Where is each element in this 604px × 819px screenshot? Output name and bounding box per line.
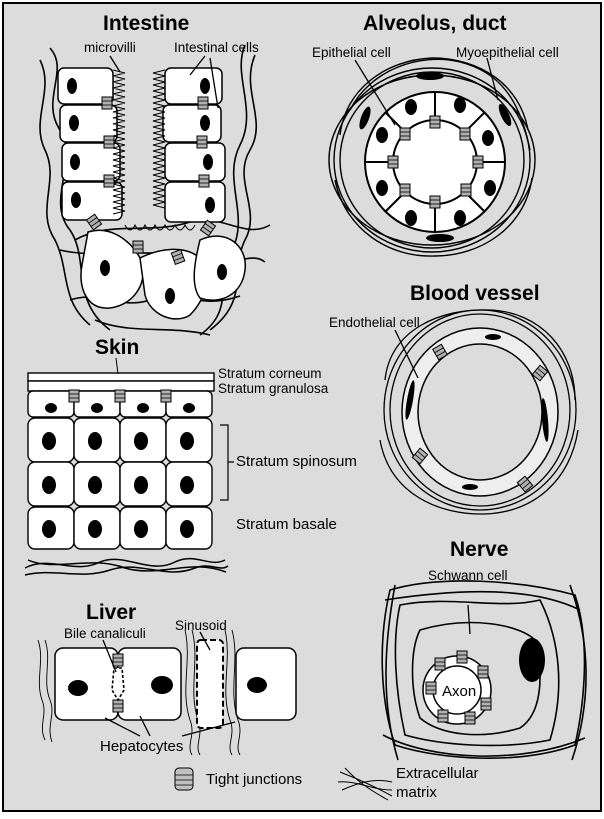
stratum-basale-label: Stratum basale	[236, 516, 337, 533]
hepatocytes-label: Hepatocytes	[100, 738, 184, 755]
sinusoid-label: Sinusoid	[175, 618, 227, 633]
legend-tight-junctions-label: Tight junctions	[206, 771, 303, 788]
stratum-corneum-label: Stratum corneum	[218, 366, 322, 381]
legend-tight-junction-symbol	[174, 767, 194, 791]
bile-canaliculi-label: Bile canaliculi	[64, 626, 146, 641]
alveolus-title: Alveolus, duct	[363, 12, 507, 35]
skin-diagram	[24, 357, 234, 576]
stratum-spinosum-label: Stratum spinosum	[236, 453, 357, 470]
epithelial-cell-label: Epithelial cell	[312, 45, 391, 60]
legend-ecm-label-line1: Extracellular	[396, 765, 479, 782]
skin-title: Skin	[95, 336, 140, 359]
stratum-granulosa-label: Stratum granulosa	[218, 381, 329, 396]
intestinal-cells-label: Intestinal cells	[174, 40, 259, 55]
axon-label: Axon	[442, 683, 477, 700]
blood-vessel-diagram	[379, 309, 579, 515]
intestine-diagram	[39, 44, 271, 336]
nerve-title: Nerve	[450, 538, 509, 561]
liver-title: Liver	[86, 601, 137, 624]
intestine-title: Intestine	[103, 12, 190, 35]
blood-vessel-title: Blood vessel	[410, 282, 540, 305]
legend-ecm-symbol	[337, 767, 393, 801]
nerve-diagram	[381, 580, 587, 761]
schwann-cell-label: Schwann cell	[428, 568, 508, 583]
microvilli-label: microvilli	[84, 40, 136, 55]
liver-diagram	[37, 629, 297, 756]
endothelial-cell-label: Endothelial cell	[329, 315, 420, 330]
legend-ecm-label-line2: matrix	[396, 784, 437, 801]
myoepithelial-cell-label: Myoepithelial cell	[456, 45, 559, 60]
alveolus-diagram	[328, 57, 536, 257]
